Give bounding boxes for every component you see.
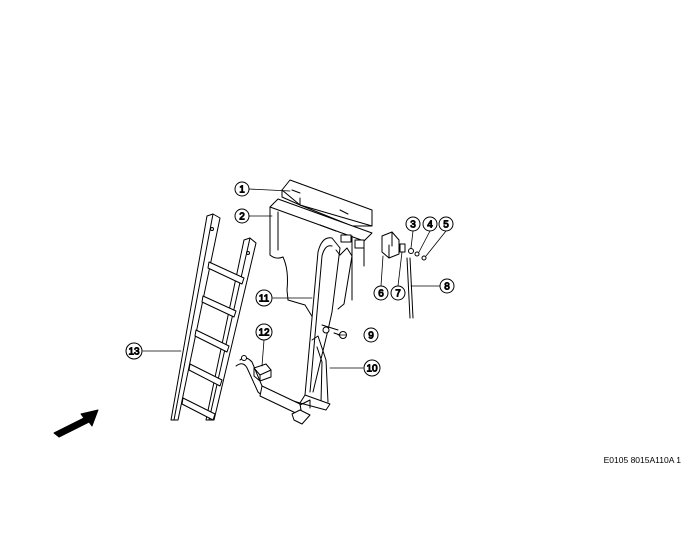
callout-7: 7 [390, 285, 406, 301]
callout-9: 9 [363, 327, 379, 343]
document-code: E0105 8015A110A 1 [603, 455, 681, 465]
lower-arm-part [235, 335, 331, 425]
svg-text:10: 10 [366, 364, 378, 375]
washer-nut-parts [408, 248, 427, 261]
svg-text:11: 11 [259, 294, 270, 305]
svg-text:9: 9 [368, 331, 374, 342]
svg-text:1: 1 [239, 185, 245, 196]
svg-text:3: 3 [410, 220, 416, 231]
callout-8: 8 [439, 278, 455, 294]
direction-arrow-icon [53, 409, 99, 438]
svg-text:13: 13 [128, 347, 140, 358]
callout-10: 10 [363, 359, 381, 377]
callout-4: 4 [422, 216, 438, 232]
callout-1: 1 [234, 181, 250, 197]
callout-13: 13 [125, 342, 143, 360]
callout-6: 6 [373, 285, 389, 301]
ladder-rungs [181, 261, 245, 421]
svg-text:12: 12 [258, 328, 270, 339]
callout-12: 12 [255, 323, 273, 341]
svg-text:7: 7 [395, 289, 401, 300]
ladder-section-part [170, 213, 257, 421]
swing-arm-part [304, 237, 353, 396]
svg-text:6: 6 [378, 289, 384, 300]
rod-part [406, 257, 414, 319]
svg-text:2: 2 [239, 212, 245, 223]
callout-5: 5 [438, 216, 454, 232]
bracket-plate-part [381, 231, 406, 259]
svg-text:8: 8 [444, 282, 450, 293]
leader-lines [142, 188, 447, 369]
svg-text:5: 5 [443, 220, 449, 231]
callout-11: 11 [255, 289, 273, 307]
callout-2: 2 [234, 208, 250, 224]
callout-3: 3 [405, 216, 421, 232]
back-panel-part [269, 198, 373, 327]
svg-text:4: 4 [427, 220, 433, 231]
